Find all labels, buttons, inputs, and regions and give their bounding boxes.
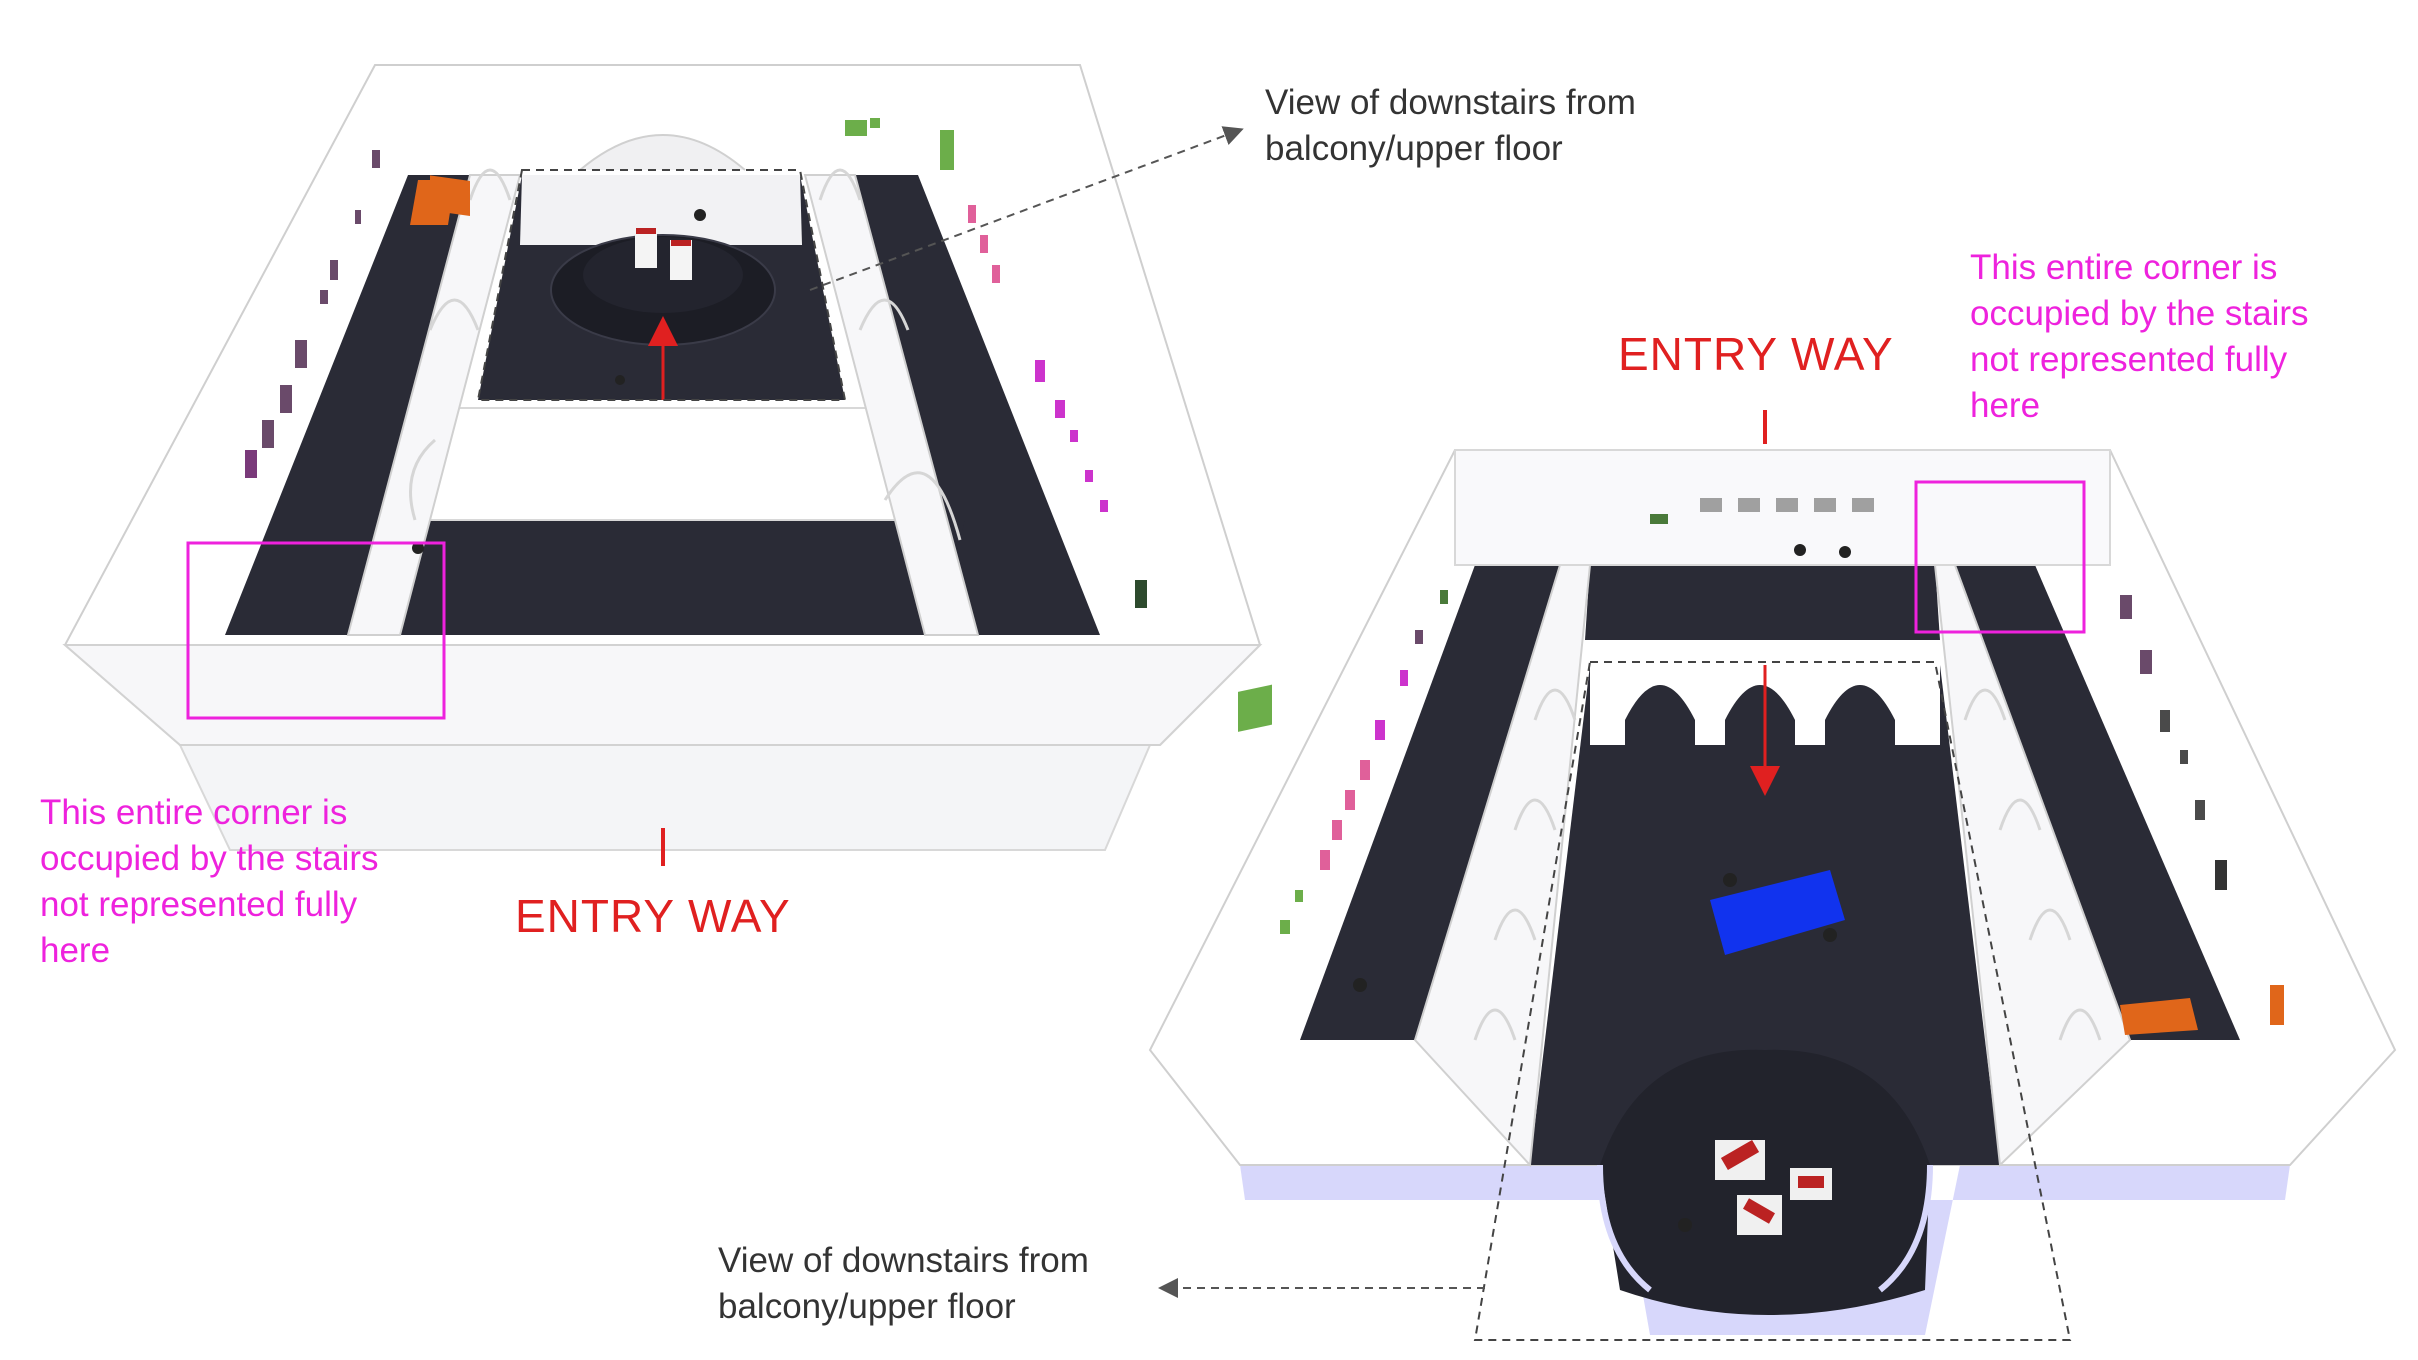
right-rotunda	[1600, 1049, 1930, 1315]
right-visitor-figures	[1353, 544, 1851, 1232]
left-south-hall-floor	[360, 520, 965, 635]
left-visitor-figures	[412, 209, 706, 554]
left-gallery-model	[62, 64, 1263, 866]
right-east-hall-floor	[1955, 565, 2240, 1040]
dashed-arrow-icon	[809, 126, 1244, 291]
left-courtyard-backwall	[520, 175, 802, 245]
left-white-bridge	[406, 407, 907, 521]
left-stairs-corner-highlight	[186, 541, 446, 720]
right-stairs-corner-highlight	[1914, 480, 2086, 634]
left-front-wall	[62, 644, 1263, 746]
left-west-hall-floor	[225, 175, 470, 635]
right-orange-bench	[2120, 998, 2198, 1035]
right-entry-label: ENTRY WAY	[1618, 328, 1894, 380]
right-gallery-model	[1148, 410, 2397, 1341]
lower-view-note: View of downstairs from balcony/upper fl…	[718, 1241, 1089, 1326]
left-orange-bench	[410, 180, 455, 225]
left-inner-wall-west	[346, 174, 522, 636]
right-west-hall-floor	[1300, 565, 1560, 1040]
left-east-hall-floor	[855, 175, 1100, 635]
left-entry-label: ENTRY WAY	[515, 890, 791, 942]
right-blue-bench	[1710, 870, 1845, 955]
upper-view-note: View of downstairs from balcony/upper fl…	[1265, 83, 1636, 168]
left-stairs-note: This entire corner is occupied by the st…	[40, 793, 379, 970]
left-inner-wall-east	[803, 174, 980, 636]
right-north-hall-floor	[1585, 565, 1940, 640]
right-stairs-note: This entire corner is occupied by the st…	[1970, 248, 2309, 425]
